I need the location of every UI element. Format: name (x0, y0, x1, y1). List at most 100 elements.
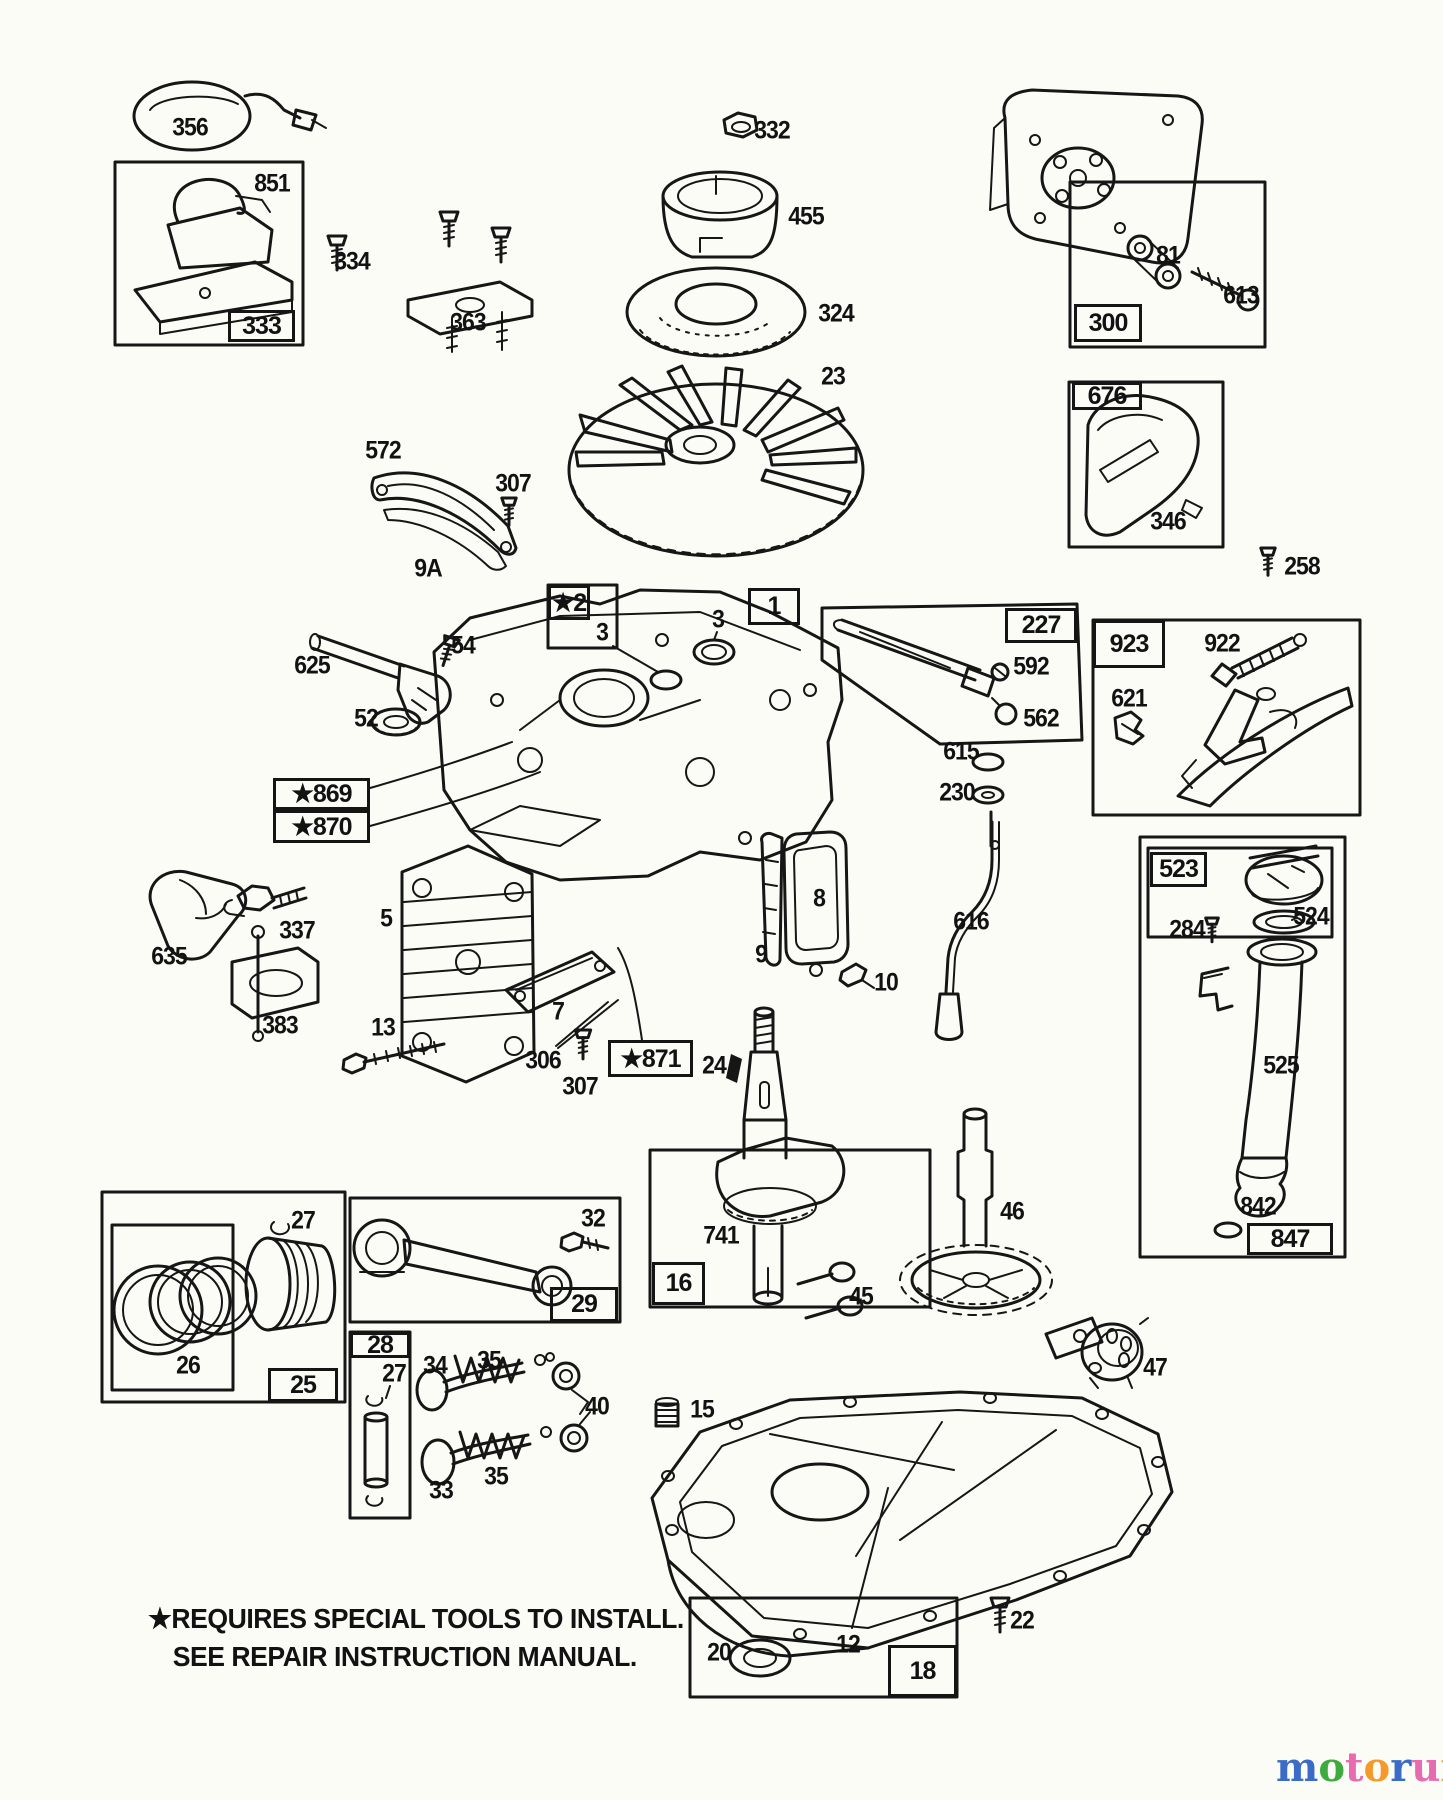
boxed-part-label-18: 18 (888, 1645, 957, 1697)
dipstick-cap-box-523 (1148, 848, 1332, 937)
dipstick-cap-523 (1246, 846, 1322, 904)
part-label-383: 383 (262, 1011, 299, 1040)
part-label-26: 26 (176, 1351, 201, 1380)
rod-bolt-32 (561, 1233, 608, 1251)
control-box-923 (1093, 620, 1360, 815)
rotating-screen-324 (627, 268, 805, 356)
part-label-572: 572 (365, 436, 402, 465)
part-label-324: 324 (818, 299, 855, 328)
part-label-5: 5 (380, 904, 393, 933)
leader-306 (558, 1000, 618, 1048)
washer-52 (372, 709, 420, 735)
watermark-letter: m (1276, 1744, 1319, 1791)
part-label-621: 621 (1111, 684, 1148, 713)
o-ring-842 (1215, 1223, 1241, 1237)
part-label-356: 356 (172, 113, 209, 142)
part-label-54: 54 (451, 631, 476, 660)
boxed-part-label-28: 28 (350, 1331, 410, 1359)
part-label-741: 741 (703, 1221, 740, 1250)
part-label-3: 3 (712, 605, 725, 634)
boxed-part-label-227: 227 (1005, 608, 1077, 643)
flywheel-23 (569, 366, 863, 556)
valve-retainers-40 (553, 1363, 590, 1451)
washer-615 (973, 754, 1003, 770)
head-gasket-7 (506, 952, 614, 1046)
part-label-9A: 9A (414, 554, 442, 583)
boxed-part-label-16: 16 (652, 1262, 705, 1305)
special-tools-footnote: ★REQUIRES SPECIAL TOOLS TO INSTALL. SEE … (148, 1600, 684, 1676)
breather-gasket-9 (762, 833, 782, 965)
pin-clip-27 (271, 1222, 289, 1234)
boxed-part-label-★871: ★871 (608, 1040, 693, 1077)
part-label-27: 27 (382, 1359, 407, 1388)
piston-box-25 (102, 1192, 345, 1402)
muffler-300 (990, 90, 1202, 263)
oil-seal-3-upper (613, 646, 681, 689)
part-label-307: 307 (495, 469, 532, 498)
part-label-230: 230 (939, 778, 976, 807)
brake-band-572-9A (372, 473, 516, 570)
boxed-part-label-25: 25 (268, 1368, 338, 1402)
part-label-35: 35 (477, 1346, 502, 1375)
boxed-part-label-★869: ★869 (273, 778, 370, 810)
stop-switch-wire-356 (134, 82, 326, 150)
camshaft-46 (900, 1109, 1052, 1315)
dipstick-box-847 (1140, 837, 1345, 1257)
intake-valve-34 (417, 1353, 554, 1410)
ignition-armature-851 (135, 179, 292, 334)
crankshaft-key-24 (726, 1054, 742, 1083)
boxed-part-label-★2: ★2 (548, 585, 590, 620)
part-label-337: 337 (279, 916, 316, 945)
bracket-363 (408, 210, 532, 352)
valve-spring-35-bottom (460, 1432, 524, 1458)
dipstick-rod-box-227 (822, 604, 1082, 744)
governor-gear-47 (1046, 1318, 1148, 1388)
bolt-10 (840, 964, 874, 988)
governor-blade-227 (834, 620, 1016, 724)
spark-plug-337 (224, 886, 306, 916)
crankshaft-741 (717, 1008, 844, 1304)
oil-minder-616 (936, 822, 999, 1040)
part-label-613: 613 (1223, 281, 1260, 310)
part-label-40: 40 (585, 1392, 610, 1421)
part-label-922: 922 (1204, 629, 1241, 658)
seal-box-18 (690, 1598, 957, 1697)
boxed-part-label-847: 847 (1247, 1223, 1333, 1255)
ignition-box (115, 162, 303, 345)
part-label-851: 851 (254, 169, 291, 198)
oil-seal-20 (730, 1640, 790, 1676)
part-label-7: 7 (552, 997, 565, 1026)
boxed-part-label-300: 300 (1074, 304, 1142, 342)
footnote-line-2: SEE REPAIR INSTRUCTION MANUAL. (172, 1641, 638, 1672)
part-label-592: 592 (1013, 652, 1050, 681)
watermark-letter: o (1318, 1744, 1346, 1791)
part-label-46: 46 (1000, 1197, 1025, 1226)
part-label-27: 27 (291, 1206, 316, 1235)
oil-drain-plug-15 (656, 1398, 678, 1426)
watermark-letter: t (1345, 1744, 1364, 1791)
breather-cover-8 (784, 832, 848, 976)
boxed-part-label-29: 29 (550, 1287, 618, 1322)
part-label-306: 306 (525, 1046, 562, 1075)
watermark-letter: o (1363, 1744, 1391, 1791)
part-label-562: 562 (1023, 704, 1060, 733)
boxed-part-label-1: 1 (748, 588, 800, 625)
rod-box-29 (350, 1198, 620, 1322)
part-label-52: 52 (354, 704, 379, 733)
boxed-part-label-923: 923 (1093, 620, 1165, 668)
exhaust-valve-33 (422, 1427, 551, 1484)
part-label-15: 15 (690, 1395, 715, 1424)
flywheel-nut-332 (724, 113, 757, 137)
part-label-32: 32 (581, 1204, 606, 1233)
part-label-9: 9 (755, 940, 768, 969)
cover-box-676 (1069, 382, 1223, 547)
watermark-letter: u (1411, 1744, 1441, 1791)
part-label-3: 3 (596, 618, 609, 647)
part-label-635: 635 (151, 942, 188, 971)
watermark-motoruf: motoruf.de (1276, 1744, 1443, 1791)
part-label-346: 346 (1150, 507, 1187, 536)
cylinder-head-5 (402, 846, 534, 1082)
part-label-284: 284 (1169, 915, 1206, 944)
boxed-part-label-523: 523 (1150, 852, 1207, 887)
